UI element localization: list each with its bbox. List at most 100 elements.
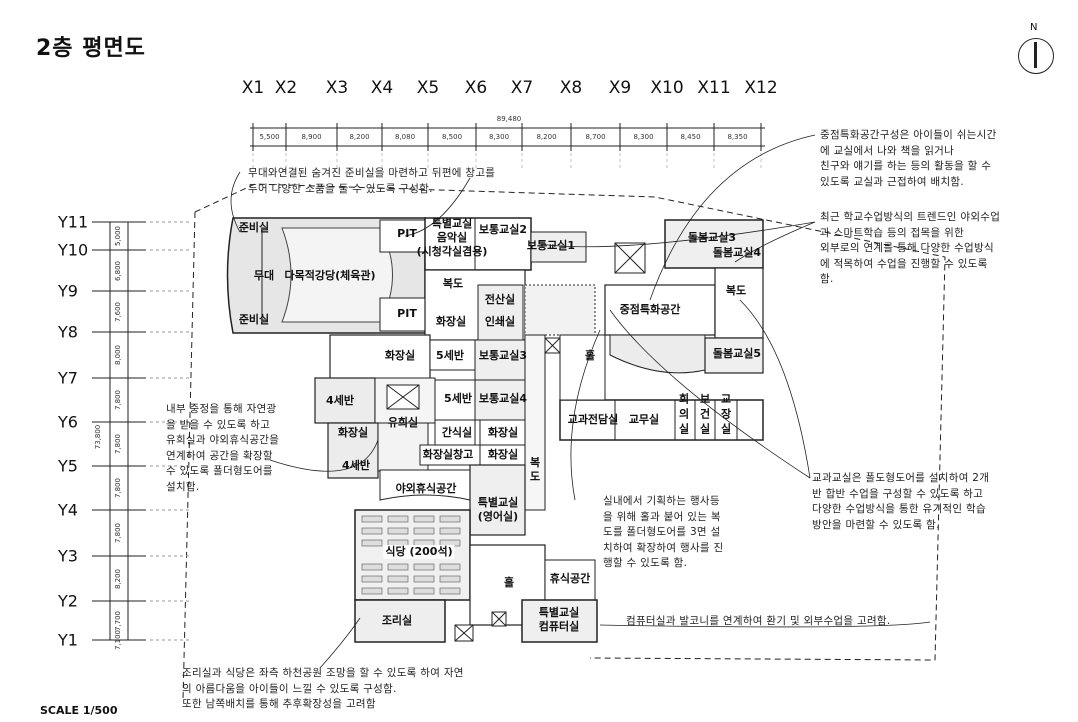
grid-y-dimension: 7,800 [114, 433, 122, 455]
dining-table [361, 563, 383, 571]
room-principal: 교장실 [720, 392, 732, 436]
room-class3: 보통교실3 [478, 349, 528, 362]
grid-x-dimension: 8,200 [536, 133, 557, 141]
grid-y-label: Y9 [58, 281, 78, 301]
room-prep-top: 준비실 [238, 221, 270, 234]
dining-table [413, 563, 435, 571]
dining-table [413, 527, 435, 535]
grid-x-dimension: 8,300 [633, 133, 654, 141]
room-computer: 전산실 [484, 293, 516, 306]
room-restroom-c: 화장실 [337, 426, 369, 439]
grid-y-dimension: 7,600 [114, 301, 122, 322]
dining-table [361, 539, 383, 547]
grid-x-label: X12 [744, 78, 778, 98]
grid-y-label: Y11 [58, 212, 89, 232]
dining-table [387, 575, 409, 583]
room-snack: 간식실 [441, 426, 473, 439]
grid-x-dimension: 8,200 [349, 133, 370, 141]
room-english: 특별교실(영어실) [477, 496, 519, 523]
dining-table [413, 575, 435, 583]
grid-y-label: Y2 [58, 591, 78, 611]
dining-table [387, 527, 409, 535]
room-focus-space: 중점특화공간 [619, 303, 681, 316]
grid-y-dimension: 6,800 [114, 260, 122, 281]
grid-x-dimension: 8,900 [301, 133, 322, 141]
grid-x-label: X9 [608, 78, 632, 98]
grid-x-label: X3 [325, 78, 349, 98]
grid-y-dimension: 7,800 [114, 522, 122, 544]
room-pit-bottom: PIT [397, 307, 417, 320]
room-pit-top: PIT [397, 227, 417, 240]
dining-table [387, 587, 409, 595]
grid-x-dimension: 8,450 [680, 133, 701, 141]
dining-table [361, 527, 383, 535]
dining-table [439, 575, 461, 583]
dining-table [439, 563, 461, 571]
grid-x-label: X11 [697, 78, 731, 98]
room-hall-south: 홀 [503, 576, 515, 589]
room-care5: 돌봄교실5 [712, 347, 762, 360]
room-outdoor-rest: 야외휴식공간 [395, 482, 457, 495]
room-rest-space: 휴식공간 [549, 572, 591, 585]
room-print: 인쇄실 [484, 315, 516, 328]
grid-x-label: X2 [274, 78, 298, 98]
grid-x-label: X5 [416, 78, 440, 98]
note-computer: 컴퓨터실과 발코니를 연계하여 환기 및 외부수업을 고려함. [626, 615, 891, 627]
grid-y-label: Y8 [58, 322, 78, 342]
north-arrow-icon: N [1016, 22, 1056, 78]
grid-x-label: X6 [464, 78, 488, 98]
grid-y-label: Y6 [58, 412, 78, 432]
room-restroom-a: 화장실 [435, 315, 467, 328]
y-total-dimension: 73,800 [94, 424, 102, 450]
grid-y-dimension: 7,100 [114, 629, 122, 651]
grid-y-label: Y5 [58, 456, 78, 476]
grid-y-dimension: 7,700 [114, 610, 122, 631]
room-corridor-right: 복도 [725, 284, 747, 297]
dining-table [387, 563, 409, 571]
grid-y-dimension: 8,200 [114, 568, 122, 589]
room-class1: 보통교실1 [526, 239, 576, 252]
grid-x-label: X4 [370, 78, 394, 98]
room-care4: 돌봄교실4 [712, 246, 762, 259]
grid-x-dimension: 8,700 [585, 133, 606, 141]
room-health: 보건실 [699, 392, 711, 436]
room-class2: 보통교실2 [478, 223, 528, 236]
room-meeting: 회의실 [678, 392, 690, 436]
dining-table [413, 515, 435, 523]
room-restroom-e: 화장실 [487, 448, 519, 461]
room-corridor-top: 복도 [442, 277, 464, 290]
grid-x-dimension: 8,080 [394, 133, 416, 141]
room-restroom-storage: 화장실창고 [422, 448, 474, 461]
room-restroom-d: 화장실 [487, 426, 519, 439]
room-staff: 교무실 [628, 413, 660, 426]
room-stage: 무대 [253, 269, 275, 282]
grid-y-dimension: 7,800 [114, 477, 122, 499]
room-class4-b: 4세반 [342, 459, 370, 472]
dining-table [413, 587, 435, 595]
room-prep-bottom: 준비실 [238, 313, 270, 326]
room-care3: 돌봄교실3 [687, 231, 737, 244]
dining-table [361, 587, 383, 595]
room-class4: 보통교실4 [478, 392, 528, 405]
room-corridor-mid: 복도 [529, 456, 541, 483]
room-class5-a: 5세반 [436, 349, 464, 362]
room-playroom: 유희실 [387, 416, 419, 429]
grid-x-label: X8 [559, 78, 583, 98]
dining-table [439, 527, 461, 535]
room-class5-b: 5세반 [444, 392, 472, 405]
grid-y-label: Y1 [58, 630, 78, 650]
room-subject-prep: 교과전담실 [567, 413, 619, 426]
grid-x-dimension: 8,300 [488, 133, 510, 141]
dining-table [387, 515, 409, 523]
grid-y-label: Y4 [58, 500, 78, 520]
north-label: N [1030, 22, 1038, 33]
